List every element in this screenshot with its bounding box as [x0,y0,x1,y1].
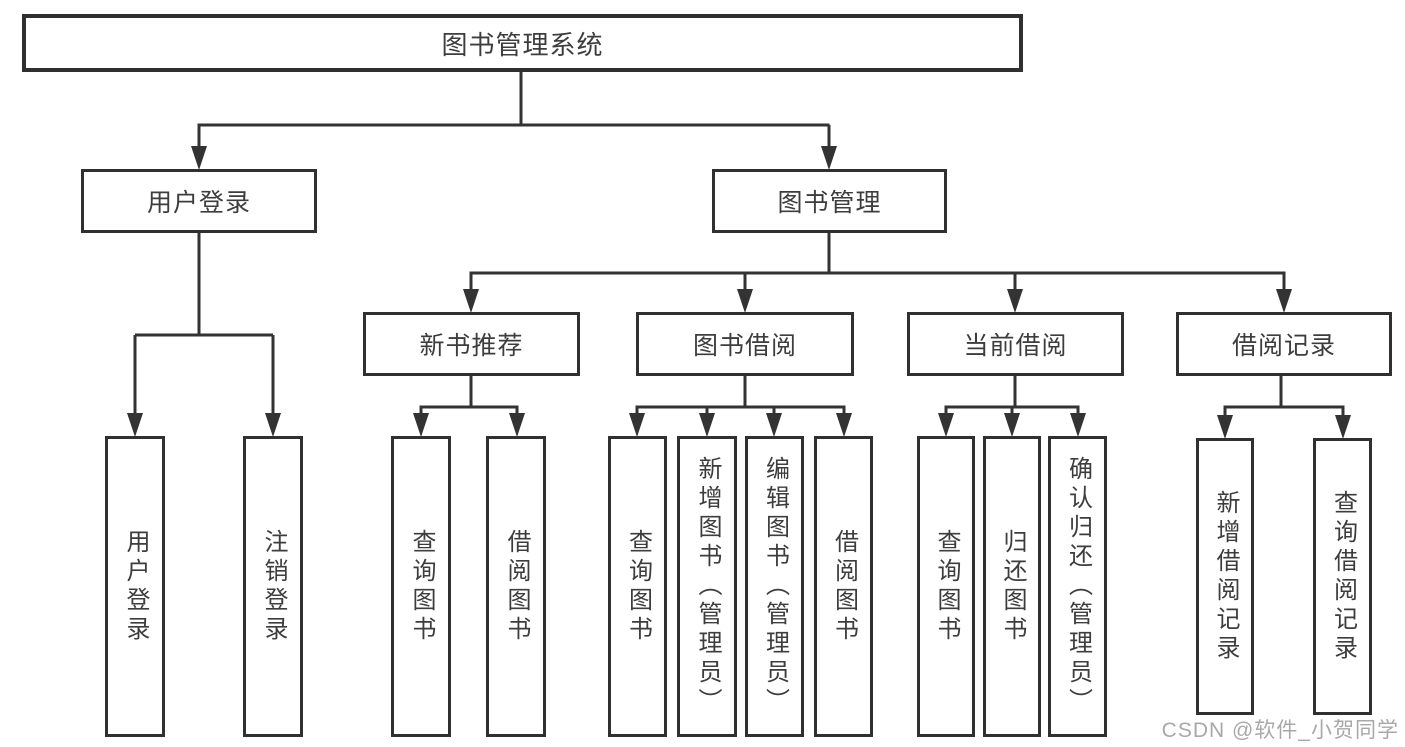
arrowhead-user-login [127,413,143,437]
arrowhead-book-borrow [737,289,753,313]
node-cb-query-books-label: 查询图书 [933,528,960,645]
node-book-management: 图书管理 [712,169,947,233]
arrowhead-group [127,146,1351,439]
node-root-label: 图书管理系统 [441,29,604,60]
arrowhead-br-add [1217,415,1233,439]
node-bb-edit-books-admin: 编辑图书（管理员） [745,436,804,737]
arrowhead-bb-add [699,413,715,437]
node-new-book-recommend: 新书推荐 [363,312,580,376]
node-logout-label: 注销登录 [260,528,287,645]
node-root-system: 图书管理系统 [22,14,1023,72]
node-book-borrow-label: 图书借阅 [692,332,797,360]
node-user-login-group-label: 用户登录 [146,189,251,217]
node-br-add-record: 新增借阅记录 [1196,438,1254,715]
arrowhead-nbr-query [413,413,429,437]
node-bb-query-books: 查询图书 [608,436,667,737]
arrowhead-user-login-group [191,146,207,170]
node-br-query-record-label: 查询借阅记录 [1329,489,1357,664]
node-new-book-recommend-label: 新书推荐 [419,332,524,360]
arrowhead-nbr-borrow [509,413,525,437]
node-br-add-record-label: 新增借阅记录 [1212,489,1239,664]
node-user-login-group: 用户登录 [81,169,317,233]
arrowhead-cb-confirm [1070,413,1086,437]
node-borrow-records-label: 借阅记录 [1231,332,1336,360]
arrowhead-new-book [463,289,479,313]
node-nbr-borrow-books-label: 借阅图书 [503,528,530,645]
node-nbr-query-books-label: 查询图书 [408,528,435,645]
arrowhead-br-query [1335,415,1351,439]
node-cb-confirm-return-admin: 确认归还（管理员） [1048,436,1107,737]
arrowhead-borrow-records [1276,289,1292,313]
node-user-login-label: 用户登录 [122,528,149,645]
node-nbr-borrow-books: 借阅图书 [486,436,546,737]
node-bb-borrow-books: 借阅图书 [814,436,873,737]
node-nbr-query-books: 查询图书 [391,436,451,737]
node-book-management-label: 图书管理 [777,189,882,217]
node-bb-add-books-admin: 新增图书（管理员） [677,436,737,737]
arrowhead-logout [265,413,281,437]
node-bb-add-books-admin-label: 新增图书（管理员） [694,456,721,717]
csdn-watermark: CSDN @软件_小贺同学 [1161,719,1399,742]
arrowhead-book-management [821,146,837,170]
node-current-borrow-label: 当前借阅 [963,332,1068,360]
node-logout: 注销登录 [243,436,303,737]
connector-group [133,71,1345,416]
arrowhead-bb-query [629,413,645,437]
node-book-borrow: 图书借阅 [636,312,854,376]
arrowhead-bb-borrow [836,413,852,437]
node-user-login: 用户登录 [105,436,165,737]
node-cb-return-books-label: 归还图书 [999,528,1026,645]
node-cb-query-books: 查询图书 [917,436,975,737]
node-current-borrow: 当前借阅 [907,312,1124,376]
arrowhead-bb-edit [766,413,782,437]
node-bb-edit-books-admin-label: 编辑图书（管理员） [761,456,789,717]
node-bb-borrow-books-label: 借阅图书 [830,528,858,645]
node-borrow-records: 借阅记录 [1176,312,1392,376]
arrowhead-cb-query [938,413,954,437]
node-bb-query-books-label: 查询图书 [624,528,652,645]
node-cb-return-books: 归还图书 [983,436,1041,737]
arrowhead-current-borrow [1007,289,1023,313]
arrowhead-cb-return [1004,413,1020,437]
node-cb-confirm-return-admin-label: 确认归还（管理员） [1064,456,1092,717]
node-br-query-record: 查询借阅记录 [1313,438,1372,715]
